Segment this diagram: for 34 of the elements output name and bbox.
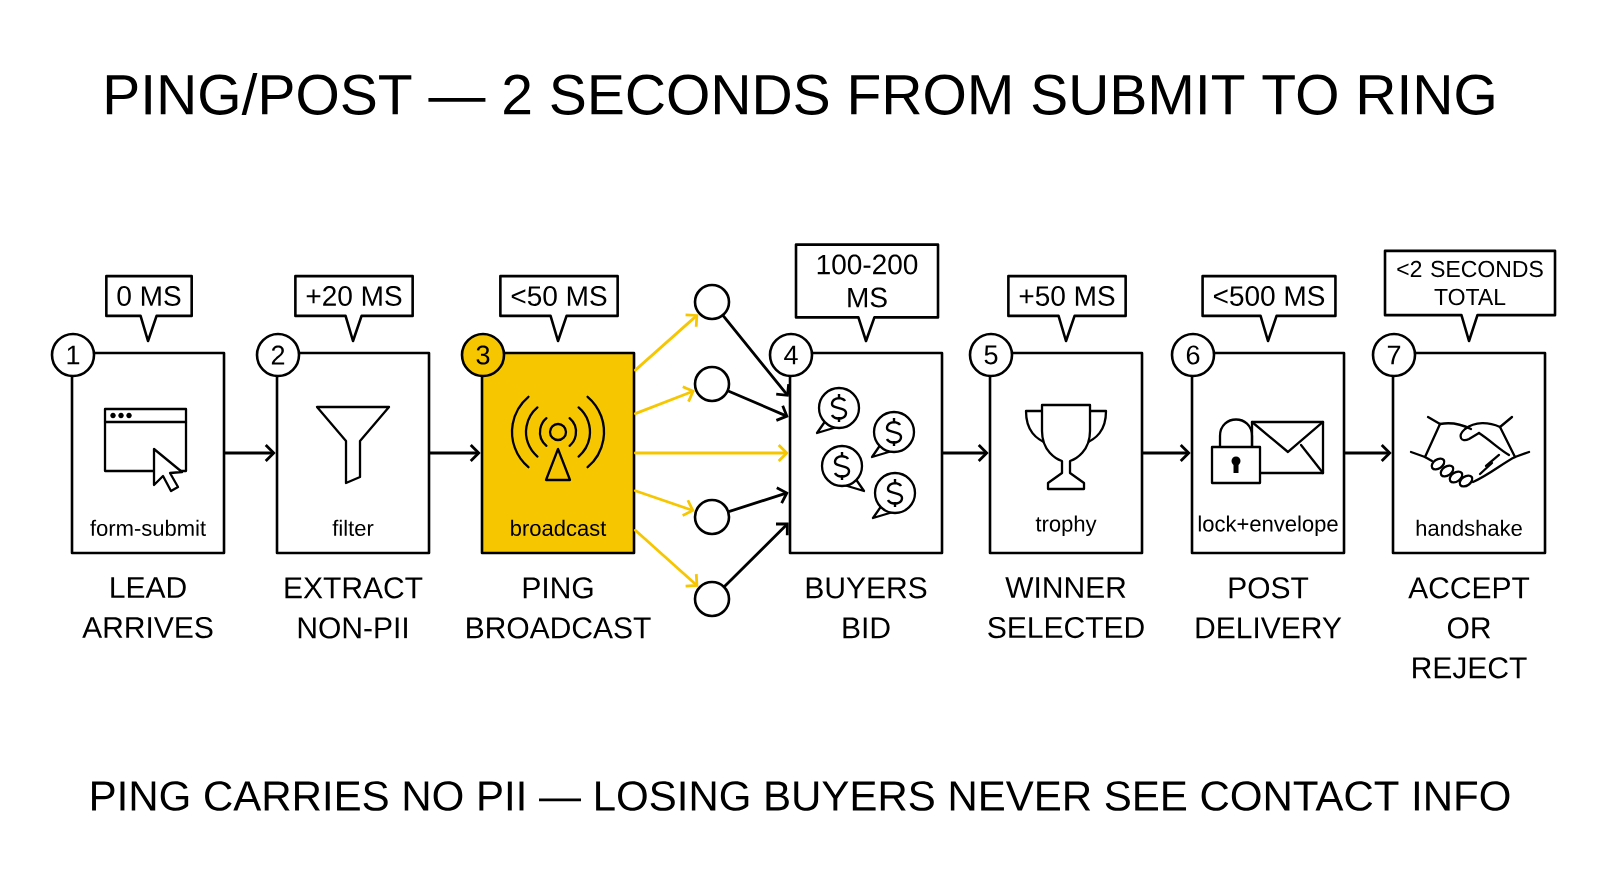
step-caption: ACCEPT OR REJECT bbox=[1408, 577, 1530, 679]
speech-bubble: 0 MS bbox=[105, 274, 193, 343]
arrow bbox=[727, 389, 789, 422]
arrow bbox=[633, 528, 699, 588]
circle-node bbox=[693, 283, 731, 321]
arrow bbox=[941, 444, 989, 462]
arrow bbox=[633, 313, 699, 372]
circle-node bbox=[693, 365, 731, 403]
arrow bbox=[633, 385, 695, 415]
circle-node bbox=[693, 580, 731, 618]
footer-note: PING CARRIES NO PII — LOSING BUYERS NEVER SEE CONTACT INFO bbox=[92, 781, 1510, 811]
step-caption: POST DELIVERY bbox=[1196, 577, 1342, 639]
speech-bubble: 100-200 MS bbox=[794, 243, 940, 343]
arrow bbox=[722, 314, 791, 397]
speech-bubble: <50 MS bbox=[499, 274, 619, 343]
step-caption: EXTRACT NON-PII bbox=[285, 577, 423, 639]
title: PING/POST — 2 SECONDS FROM SUBMIT TO RING bbox=[106, 73, 1494, 115]
speech-bubble: +50 MS bbox=[1007, 274, 1127, 343]
step-caption: BUYERS BID bbox=[806, 577, 927, 639]
arrow bbox=[728, 486, 789, 513]
speech-bubble: +20 MS bbox=[294, 274, 414, 343]
arrow bbox=[633, 444, 789, 462]
arrow bbox=[223, 444, 276, 462]
circle-node bbox=[693, 498, 731, 536]
speech-bubble: <2 SECONDS TOTAL bbox=[1383, 249, 1557, 343]
arrow bbox=[1141, 444, 1191, 462]
arrow bbox=[1343, 444, 1392, 462]
step-caption: LEAD ARRIVES bbox=[82, 577, 213, 639]
step-caption: PING BROADCAST bbox=[467, 577, 651, 639]
step-caption: WINNER SELECTED bbox=[988, 577, 1144, 639]
arrow bbox=[723, 522, 789, 588]
arrow bbox=[428, 444, 481, 462]
arrow bbox=[633, 489, 695, 517]
speech-bubble: <500 MS bbox=[1201, 274, 1337, 343]
